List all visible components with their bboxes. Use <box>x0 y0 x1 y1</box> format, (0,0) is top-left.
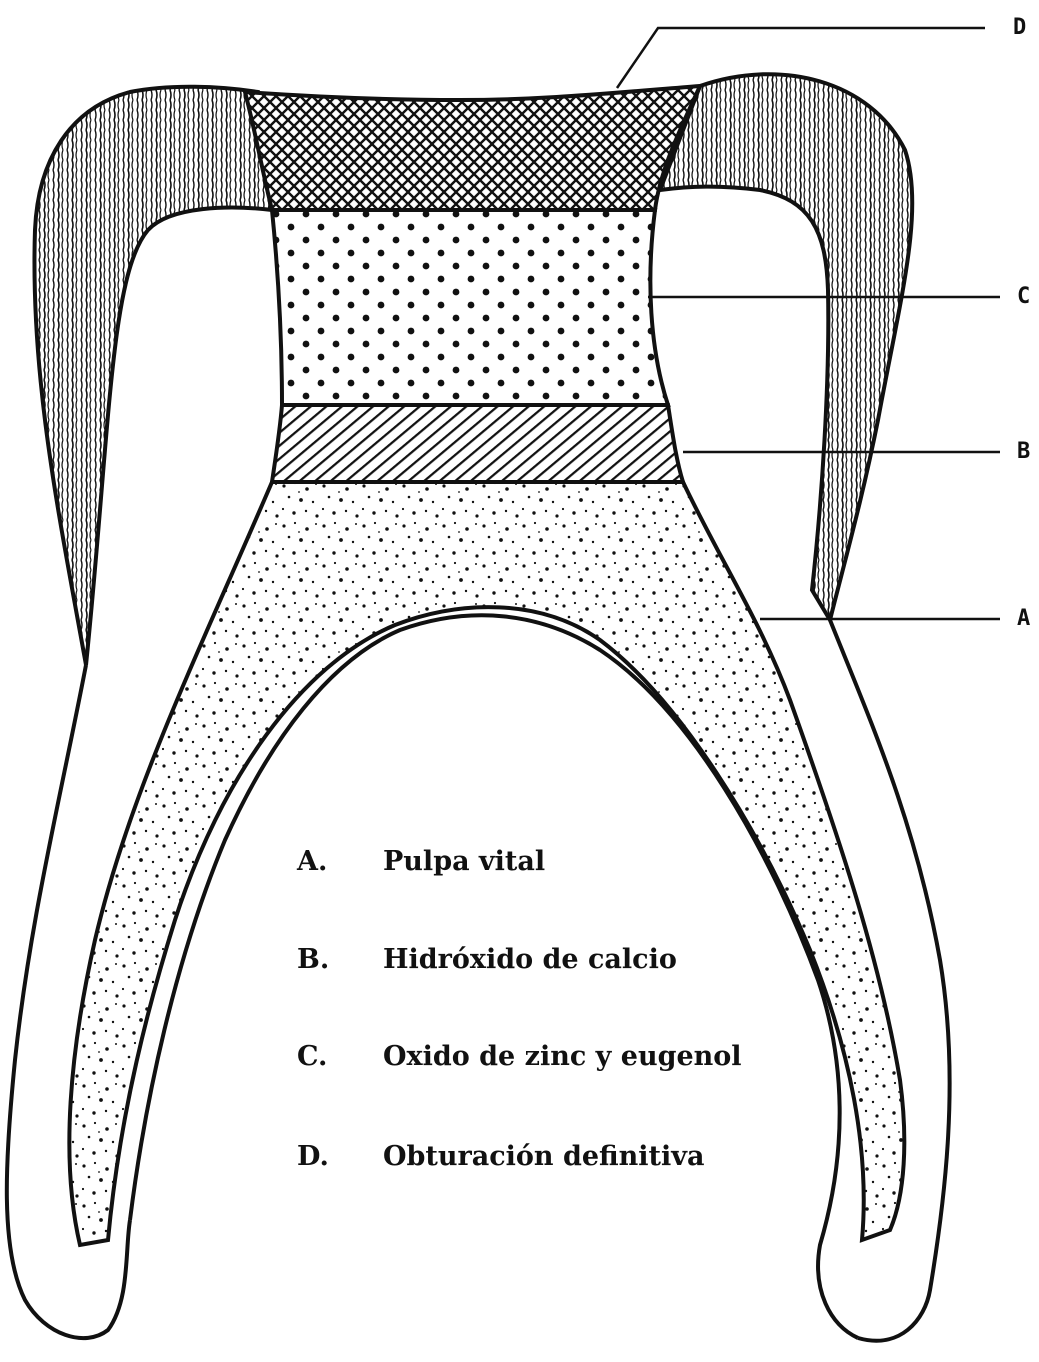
callout-label-b: B <box>1017 439 1030 464</box>
legend: A. Pulpa vital B. Hidróxido de calcio C.… <box>296 846 742 1172</box>
legend-key-b: B. <box>297 944 329 975</box>
legend-key-a: A. <box>296 846 327 877</box>
legend-item-a: A. Pulpa vital <box>296 846 545 877</box>
zinc-oxide-eugenol-layer-c <box>272 210 668 405</box>
legend-item-d: D. Obturación definitiva <box>297 1141 704 1172</box>
calcium-hydroxide-layer-b <box>272 405 683 482</box>
callout-labels: D C B A <box>1013 15 1030 631</box>
legend-item-b: B. Hidróxido de calcio <box>297 944 677 975</box>
legend-key-d: D. <box>297 1141 329 1172</box>
legend-text-d: Obturación definitiva <box>383 1141 704 1172</box>
callout-label-c: C <box>1017 284 1030 309</box>
legend-text-b: Hidróxido de calcio <box>383 944 677 975</box>
legend-key-c: C. <box>297 1041 327 1072</box>
callout-label-a: A <box>1017 606 1030 631</box>
legend-text-a: Pulpa vital <box>383 846 545 877</box>
callout-label-d: D <box>1013 15 1026 40</box>
restoration-layers <box>245 86 700 482</box>
legend-text-c: Oxido de zinc y eugenol <box>383 1041 742 1072</box>
final-filling-layer-d <box>245 86 700 210</box>
legend-item-c: C. Oxido de zinc y eugenol <box>297 1041 742 1072</box>
